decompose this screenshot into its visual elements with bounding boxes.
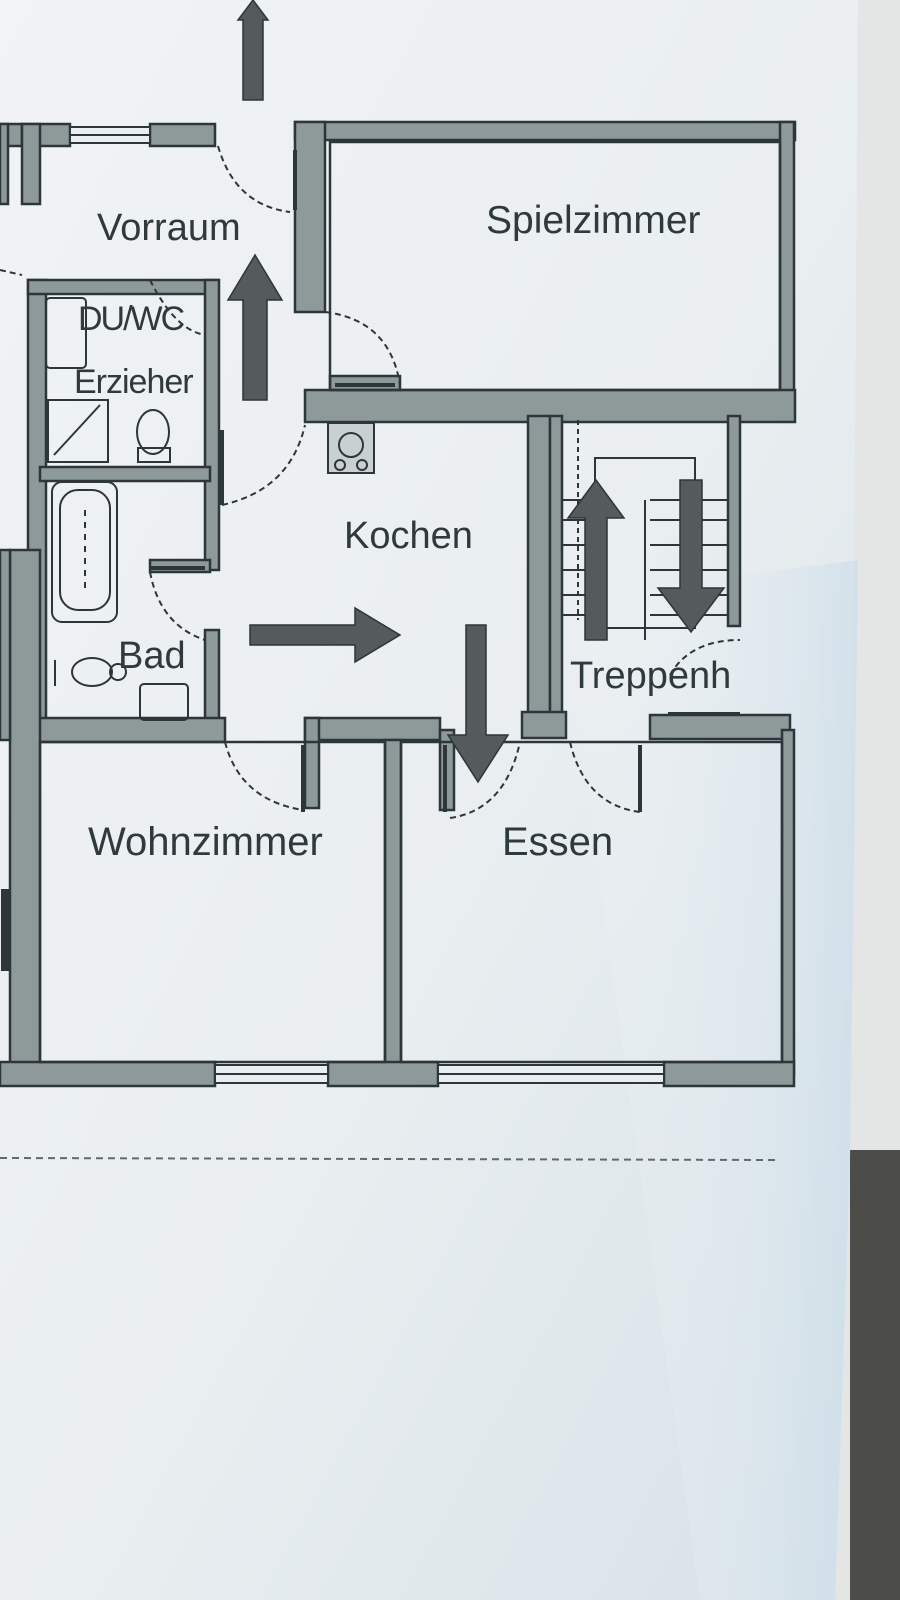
label-bad: Bad [118, 635, 186, 677]
windows [1, 126, 665, 1084]
top-entry-arrow [236, 0, 270, 101]
washing-machine [139, 683, 189, 721]
shower-tray [45, 297, 87, 369]
bathtub [51, 481, 118, 623]
label-essen: Essen [502, 820, 613, 864]
kochen-right-arrow [249, 606, 402, 664]
label-erzieher: Erzieher [74, 363, 193, 401]
shower [47, 399, 109, 463]
bad-toilet [71, 657, 113, 687]
walls [0, 120, 797, 1088]
door-swings [0, 145, 741, 819]
vorraum-arrow [226, 253, 284, 401]
wc-toilet [136, 409, 170, 455]
label-treppenhaus: Treppenh [570, 655, 731, 697]
room-labels: Vorraum Spielzimmer DU/WC Erzieher Koche… [74, 199, 731, 864]
label-duwc: DU/WC [78, 300, 185, 338]
flow-arrows [226, 0, 726, 784]
table-surface [850, 1150, 900, 1600]
label-spielzimmer: Spielzimmer [486, 199, 701, 242]
fixtures [45, 297, 375, 721]
stairs-down-arrow [656, 479, 726, 634]
room-outlines [38, 140, 784, 1064]
kochen-down-arrow [446, 624, 510, 784]
label-vorraum: Vorraum [97, 207, 241, 249]
door-leaves [150, 150, 740, 812]
label-wohnzimmer: Wohnzimmer [88, 820, 323, 864]
stairs-up-arrow [566, 478, 626, 641]
cut-line [0, 1157, 776, 1161]
label-kochen: Kochen [344, 515, 473, 557]
bad-sink [109, 663, 127, 681]
